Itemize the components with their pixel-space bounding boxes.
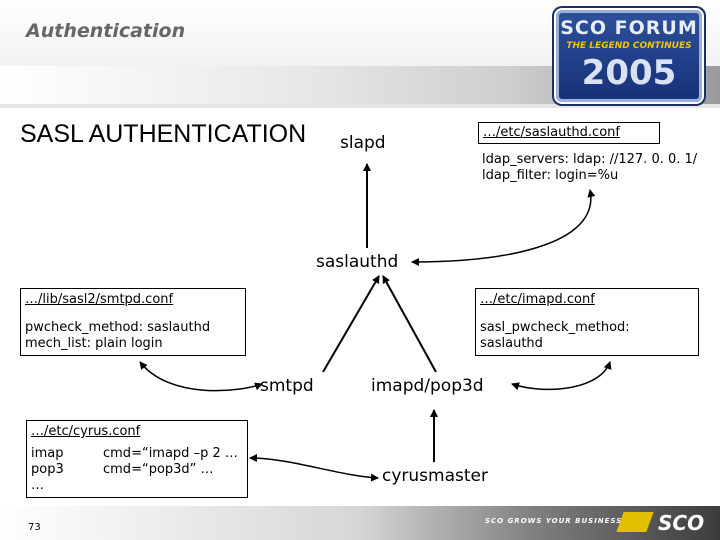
imapd-conf-box: …/etc/imapd.conf sasl_pwcheck_method: sa… [475, 288, 699, 356]
smtpd-conf-box: …/lib/sasl2/smtpd.conf pwcheck_method: s… [20, 288, 246, 356]
footer-tagline: SCO GROWS YOUR BUSINESS [485, 517, 623, 525]
cyrus-conf-value: cmd=“imapd –p 2 … [103, 446, 238, 461]
cyrus-conf-row: pop3 cmd=“pop3d” … [31, 462, 243, 478]
cyrus-conf-row: imap cmd=“imapd –p 2 … [31, 446, 243, 462]
smtpd-conf-line: mech_list: plain login [25, 336, 163, 351]
arrow-cyrus-conf-link [249, 454, 379, 482]
cyrus-conf-key: pop3 [31, 462, 64, 477]
node-imapd-pop3d: imapd/pop3d [371, 376, 484, 396]
saslauthd-conf-title-box: …/etc/saslauthd.conf [478, 122, 660, 144]
cyrus-conf-row: … [31, 478, 243, 494]
sco-forum-logo: SCO FORUM THE LEGEND CONTINUES 2005 [556, 10, 702, 102]
saslauthd-conf-title: …/etc/saslauthd.conf [483, 125, 620, 140]
section-title: Authentication [26, 20, 186, 42]
cyrus-conf-key: … [31, 478, 44, 493]
cyrus-conf-box: …/etc/cyrus.conf imap cmd=“imapd –p 2 … … [26, 420, 248, 498]
arrow-smtpd-to-saslauthd [322, 275, 380, 373]
logo-text-line3: 2005 [581, 53, 677, 93]
cyrus-conf-title: …/etc/cyrus.conf [31, 424, 141, 439]
smtpd-conf-line: pwcheck_method: saslauthd [25, 320, 211, 335]
page-number: 73 [28, 522, 41, 533]
imapd-conf-line: sasl_pwcheck_method: saslauthd [480, 320, 630, 351]
node-slapd: slapd [340, 133, 386, 153]
sco-brand: SCO [658, 511, 705, 535]
saslauthd-conf-line: ldap_servers: ldap: //127. 0. 0. 1/ [482, 152, 698, 167]
imapd-conf-title: …/etc/imapd.conf [480, 292, 595, 307]
node-cyrusmaster: cyrusmaster [382, 466, 488, 486]
saslauthd-conf-body: ldap_servers: ldap: //127. 0. 0. 1/ ldap… [482, 152, 697, 184]
saslauthd-conf-line: ldap_filter: login=%u [482, 168, 619, 183]
cyrus-conf-value: cmd=“pop3d” … [103, 462, 214, 477]
smtpd-conf-title: …/lib/sasl2/smtpd.conf [25, 292, 174, 307]
node-saslauthd: saslauthd [316, 252, 399, 272]
page-title: SASL AUTHENTICATION [20, 120, 307, 148]
footer-band [0, 506, 720, 540]
node-smtpd: smtpd [260, 376, 314, 396]
arrow-imapd-conf-link [511, 361, 612, 391]
arrow-smtpd-conf-link [139, 361, 263, 392]
arrow-imapd-to-saslauthd [382, 275, 437, 373]
logo-text-line1: SCO FORUM [560, 17, 698, 39]
cyrus-conf-key: imap [31, 446, 64, 461]
arrow-saslauthd-conf-link [411, 189, 596, 266]
logo-text-line2: THE LEGEND CONTINUES [566, 41, 692, 51]
